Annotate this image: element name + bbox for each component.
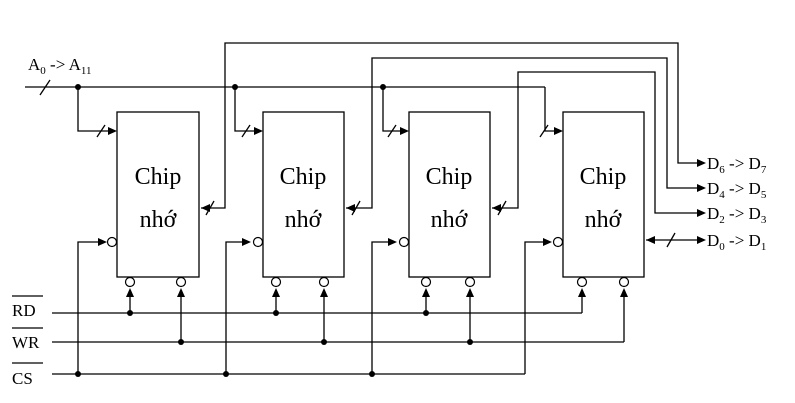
address-bus [25, 79, 563, 138]
data-bus-label-d0-d1: D0 -> D1 [707, 231, 766, 253]
data-bus-label-d6-d7: D6 -> D7 [707, 154, 767, 176]
chip-label: Chip [280, 164, 327, 190]
wr-line [52, 288, 628, 345]
data-bus-d4-d5 [346, 57, 706, 216]
chip-label: Chip [426, 164, 473, 190]
data-bus-d2-d3 [492, 71, 706, 217]
data-bus-d0-d1 [646, 232, 706, 248]
cs-line [52, 238, 552, 377]
address-bus-label: A0 -> A11 [28, 55, 91, 77]
svg-text:CS: CS [12, 369, 33, 388]
rd-signal-label: RD [12, 295, 43, 320]
cs-signal-label: CS [12, 362, 43, 388]
data-bus-label-d2-d3: D2 -> D3 [707, 204, 767, 226]
chip-label: nhớ [585, 207, 622, 233]
wr-signal-label: WR [12, 327, 43, 352]
memory-chip-4: Chip nhớ [562, 111, 645, 278]
chip-label: Chip [135, 164, 182, 190]
memory-chip-1: Chip nhớ [116, 111, 200, 278]
chip-label: nhớ [285, 207, 322, 233]
memory-chip-2: Chip nhớ [262, 111, 345, 278]
memory-chip-3: Chip nhớ [408, 111, 491, 278]
rd-line [52, 288, 586, 316]
chip-label: nhớ [431, 207, 468, 233]
svg-text:WR: WR [12, 333, 40, 352]
svg-text:RD: RD [12, 301, 36, 320]
chip-label: Chip [580, 164, 627, 190]
chip-label: nhớ [140, 207, 177, 233]
inversion-bubbles [106, 236, 630, 288]
data-bus-label-d4-d5: D4 -> D5 [707, 179, 767, 201]
data-bus-d6-d7 [201, 42, 706, 216]
